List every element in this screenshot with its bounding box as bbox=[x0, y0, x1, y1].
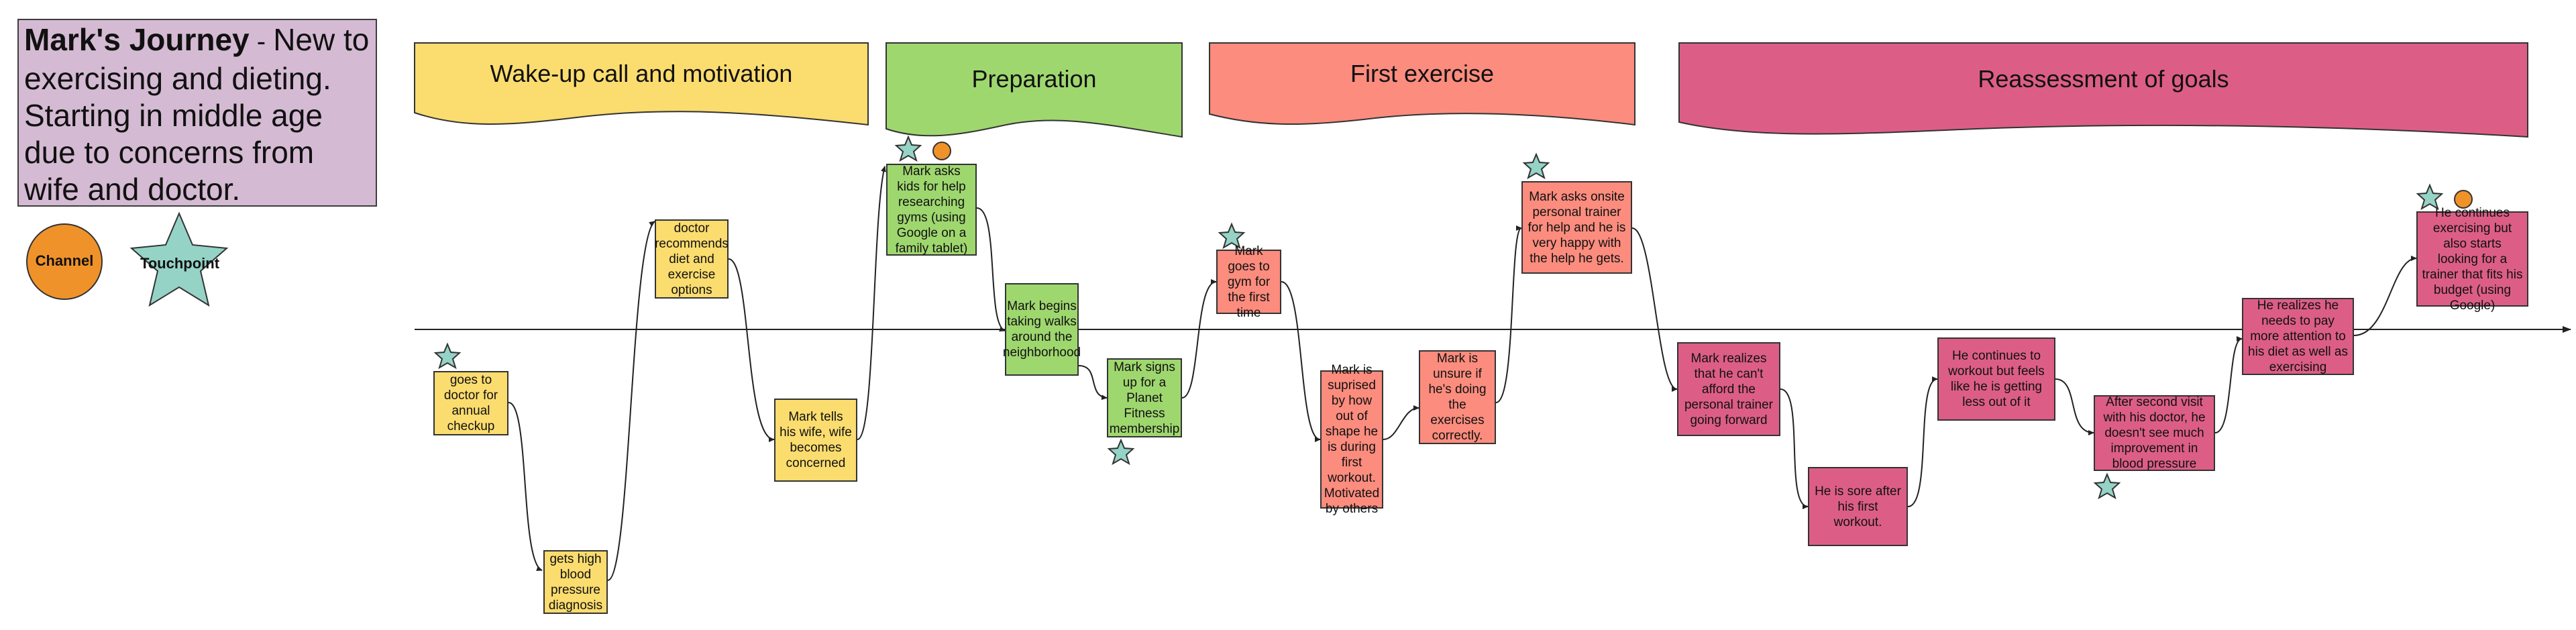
channel-circle-icon bbox=[2454, 190, 2473, 209]
legend-channel-icon bbox=[26, 223, 103, 300]
touchpoint-star-icon bbox=[894, 135, 922, 162]
step-card-sore-after-workout: He is sore after his first workout. bbox=[1808, 467, 1908, 546]
phase-label-reassessment: Reassessment of goals bbox=[1978, 65, 2229, 93]
step-card-begins-walks: Mark begins taking walks around the neig… bbox=[1003, 283, 1081, 376]
step-card-budget-trainer: He continues exercising but also starts … bbox=[2416, 206, 2528, 313]
step-card-doctor-recommends: doctor recommends diet and exercise opti… bbox=[655, 219, 729, 299]
touchpoint-star-icon bbox=[2093, 472, 2121, 500]
title-dash: - bbox=[249, 27, 274, 56]
touchpoint-star-icon bbox=[1107, 438, 1135, 466]
touchpoint-star-icon bbox=[433, 342, 462, 370]
step-card-cant-afford-trainer: Mark realizes that he can't afford the p… bbox=[1677, 342, 1780, 436]
channel-circle-icon bbox=[932, 142, 951, 160]
journey-description: New to exercising and dieting. Starting … bbox=[24, 22, 370, 207]
legend-touchpoint-icon bbox=[129, 211, 229, 307]
phase-banner-reassessment bbox=[1678, 42, 2528, 138]
phase-banner-wakeup bbox=[414, 42, 869, 126]
phase-label-wakeup: Wake-up call and motivation bbox=[490, 60, 793, 87]
step-card-wife-concerned: Mark tells his wife, wife becomes concer… bbox=[774, 399, 857, 482]
step-card-attention-to-diet: He realizes he needs to pay more attenti… bbox=[2242, 298, 2354, 375]
step-card-research-gyms: Mark asks kids for help researching gyms… bbox=[886, 164, 977, 256]
step-card-planet-fitness: Mark signs up for a Planet Fitness membe… bbox=[1107, 358, 1182, 437]
step-card-second-doctor-visit: After second visit with his doctor, he d… bbox=[2094, 395, 2215, 471]
touchpoint-star-icon bbox=[2416, 183, 2444, 211]
step-card-blood-pressure-diagnosis: gets high blood pressure diagnosis bbox=[543, 550, 608, 614]
step-card-less-out-of-workout: He continues to workout but feels like h… bbox=[1937, 337, 2055, 421]
journey-connectors bbox=[508, 166, 2417, 581]
touchpoint-star-icon bbox=[1522, 152, 1550, 180]
phase-label-first-exercise: First exercise bbox=[1350, 60, 1495, 87]
step-card-personal-trainer: Mark asks onsite personal trainer for he… bbox=[1521, 181, 1632, 274]
phase-banner-first-exercise bbox=[1209, 42, 1635, 126]
step-card-first-gym-visit: Mark goes to gym for the first time bbox=[1216, 244, 1281, 320]
journey-title: Mark's Journey bbox=[24, 22, 250, 57]
phase-banner-preparation bbox=[885, 42, 1183, 138]
step-card-annual-checkup: goes to doctor for annual checkup bbox=[433, 371, 508, 435]
legend-channel-label: Channel bbox=[35, 252, 94, 269]
step-card-out-of-shape: Mark is suprised by how out of shape he … bbox=[1320, 363, 1383, 516]
legend-touchpoint-label: Touchpoint bbox=[140, 255, 220, 272]
touchpoint-star-icon bbox=[1218, 222, 1246, 250]
journey-title-box: Mark's Journey - New to exercising and d… bbox=[17, 19, 377, 207]
step-card-unsure-exercises: Mark is unsure if he's doing the exercis… bbox=[1419, 350, 1496, 444]
phase-label-preparation: Preparation bbox=[971, 65, 1097, 93]
